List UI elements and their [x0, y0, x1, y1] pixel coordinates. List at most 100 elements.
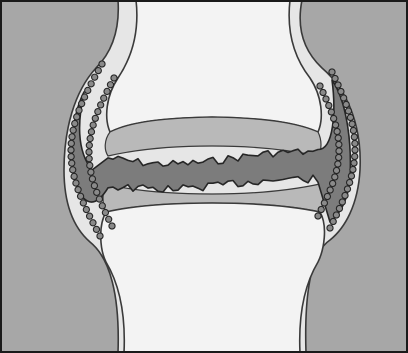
right-bead [324, 193, 330, 199]
right-bead [333, 167, 339, 173]
left-bead [80, 200, 86, 206]
right-bead [343, 101, 349, 107]
left-bead [68, 140, 74, 146]
left-bead [68, 147, 74, 153]
left-bead [86, 156, 92, 162]
right-bead [332, 174, 338, 180]
right-bead [323, 96, 329, 102]
left-bead [87, 135, 93, 141]
left-bead [111, 75, 117, 81]
left-bead [91, 183, 97, 189]
left-bead [77, 193, 83, 199]
left-bead [90, 220, 96, 226]
right-bead [335, 161, 341, 167]
right-bead [335, 82, 341, 88]
right-bead [332, 122, 338, 128]
left-bead [72, 120, 78, 126]
left-bead [94, 189, 100, 195]
left-bead [90, 122, 96, 128]
left-bead [83, 206, 89, 212]
left-bead [71, 173, 77, 179]
right-bead [336, 154, 342, 160]
left-bead [99, 203, 105, 209]
left-bead [106, 216, 112, 222]
right-bead [336, 148, 342, 154]
left-bead [73, 180, 79, 186]
lower-bone [101, 203, 325, 353]
left-bead [68, 154, 74, 160]
left-bead [86, 213, 92, 219]
left-bead [95, 109, 101, 115]
right-bead [350, 166, 356, 172]
right-bead [350, 127, 356, 133]
right-bead [321, 200, 327, 206]
right-bead [320, 89, 326, 95]
right-bead [331, 115, 337, 121]
upper-bone [107, 0, 322, 132]
right-bead [326, 102, 332, 108]
right-bead [342, 192, 348, 198]
right-bead [345, 108, 351, 114]
right-bead [351, 134, 357, 140]
right-bead [336, 205, 342, 211]
right-bead [318, 206, 324, 212]
left-bead [69, 160, 75, 166]
left-bead [102, 209, 108, 215]
left-bead [99, 61, 105, 67]
left-bead [81, 94, 87, 100]
right-bead [334, 128, 340, 134]
left-bead [86, 149, 92, 155]
left-bead [93, 226, 99, 232]
left-bead [88, 81, 94, 87]
left-bead [92, 74, 98, 80]
right-bead [330, 180, 336, 186]
left-bead [69, 134, 75, 140]
left-bead [70, 127, 76, 133]
right-bead [328, 109, 334, 115]
right-bead [330, 218, 336, 224]
right-bead [352, 153, 358, 159]
right-bead [347, 114, 353, 120]
right-bead [338, 88, 344, 94]
right-bead [317, 83, 323, 89]
left-bead [88, 169, 94, 175]
right-bead [339, 199, 345, 205]
left-bead [107, 82, 113, 88]
right-bead [352, 140, 358, 146]
left-bead [85, 87, 91, 93]
right-bead [327, 187, 333, 193]
right-bead [315, 213, 321, 219]
right-bead [349, 121, 355, 127]
left-bead [76, 107, 82, 113]
left-bead [95, 68, 101, 74]
right-bead [352, 147, 358, 153]
left-bead [109, 223, 115, 229]
right-bead [327, 225, 333, 231]
left-bead [86, 142, 92, 148]
left-bead [75, 187, 81, 193]
left-bead [89, 176, 95, 182]
right-bead [348, 173, 354, 179]
left-bead [104, 88, 110, 94]
left-bead [98, 102, 104, 108]
left-bead [79, 101, 85, 107]
left-bead [92, 115, 98, 121]
right-bead [333, 212, 339, 218]
right-bead [351, 160, 357, 166]
right-bead [344, 186, 350, 192]
left-bead [97, 233, 103, 239]
left-bead [70, 167, 76, 173]
left-bead [87, 162, 93, 168]
left-bead [74, 114, 80, 120]
right-bead [329, 69, 335, 75]
right-bead [336, 141, 342, 147]
left-bead [96, 196, 102, 202]
right-bead [332, 75, 338, 81]
right-bead [335, 135, 341, 141]
left-bead [88, 129, 94, 135]
left-bead [101, 95, 107, 101]
right-bead [347, 179, 353, 185]
right-bead [341, 95, 347, 101]
